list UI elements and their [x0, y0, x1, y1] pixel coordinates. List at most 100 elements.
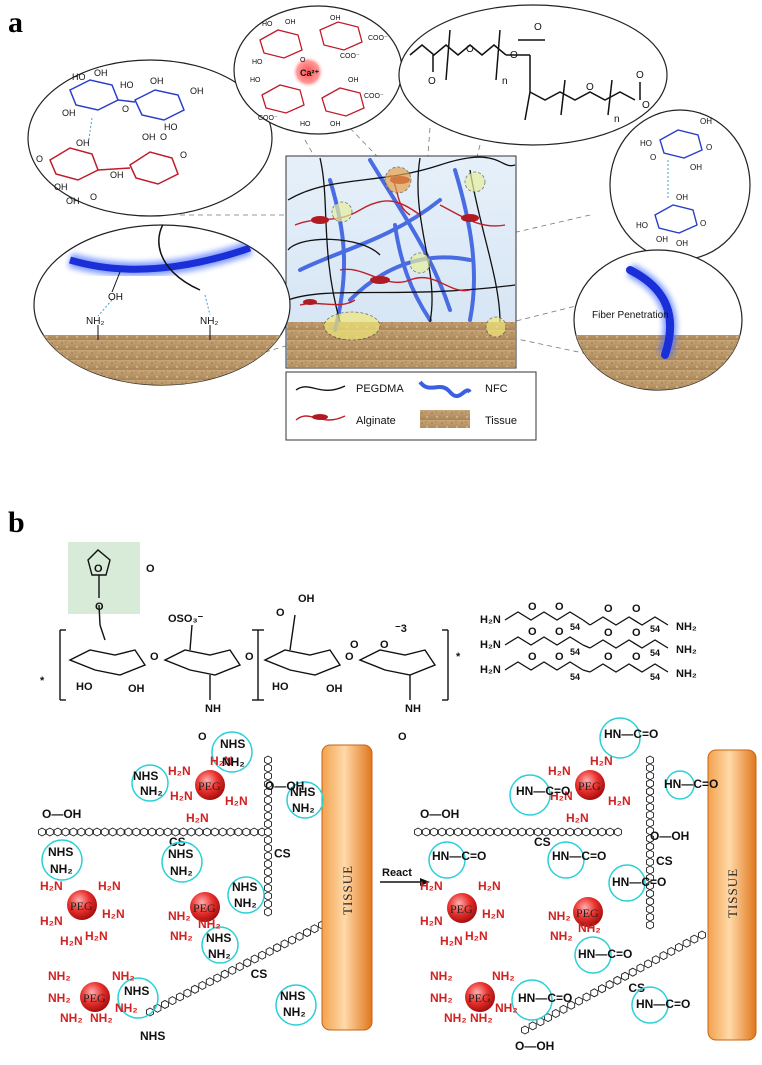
amine-label: NH₂ — [578, 921, 601, 935]
amine-label: H₂N — [225, 794, 248, 808]
amine-label: NH₂ — [234, 896, 257, 910]
amine-label: NH₂ — [198, 917, 221, 931]
fiber-penetration-label: Fiber Penetration — [592, 310, 669, 321]
amine-label: H₂N — [102, 907, 125, 921]
svg-text:O: O — [36, 154, 43, 164]
react-arrow: React — [380, 867, 430, 886]
amine-label: NH₂ — [495, 1001, 518, 1015]
amine-label: H₂N — [440, 934, 463, 948]
peg-sphere-right-4: PEG — [465, 982, 495, 1012]
cs-hexagon-unit — [264, 875, 272, 885]
cs-hexagon-unit — [264, 795, 272, 805]
amine-label: H₂N — [186, 811, 209, 825]
svg-text:O: O — [604, 603, 613, 615]
bubble-hydrogen-bonding: HO OH OH HO OH O HO OH OH OH OH O O OH O… — [27, 59, 273, 217]
amine-label: NH₂ — [550, 929, 573, 943]
cs-hexagon-unit — [264, 811, 272, 821]
nhs-group-highlight — [68, 542, 140, 614]
cs-hexagon-unit — [77, 827, 86, 837]
cs-hexagon-unit — [264, 851, 272, 861]
cs-hexagon-unit — [175, 992, 184, 1002]
cs-hexagon-unit — [264, 843, 272, 853]
svg-text:O: O — [398, 731, 407, 743]
svg-text:O: O — [604, 651, 613, 663]
amine-label: H₂N — [420, 914, 443, 928]
svg-text:O: O — [146, 563, 155, 575]
tissue-substrate — [287, 322, 515, 367]
svg-text:O: O — [90, 192, 97, 202]
cs-hexagon-unit — [220, 969, 229, 979]
amine-label: NH₂ — [444, 1011, 467, 1025]
cs-hexagon-unit — [100, 827, 109, 837]
amine-label: NH₂ — [208, 947, 231, 961]
svg-text:HO: HO — [636, 221, 648, 230]
svg-text:OH: OH — [150, 76, 164, 86]
cs-hexagon-unit — [646, 857, 654, 867]
amine-label: NH₂ — [112, 969, 135, 983]
svg-text:O: O — [95, 601, 104, 613]
cs-hexagon-unit — [674, 942, 683, 952]
amine-label: NH₂ — [60, 1011, 83, 1025]
cs-hexagon-unit — [646, 779, 654, 789]
cs-hexagon-unit — [213, 973, 222, 983]
bubble-amine-binding: OH NH₂ NH₂ — [33, 224, 291, 386]
cs-hexagon-unit — [478, 827, 486, 837]
amine-label: H₂N — [548, 764, 571, 778]
legend-tissue-label: Tissue — [485, 415, 517, 427]
svg-text:NH₂: NH₂ — [676, 621, 697, 633]
svg-text:O: O — [700, 219, 706, 228]
amine-label: NH₂ — [48, 969, 71, 983]
amine-label: NH₂ — [292, 801, 315, 815]
svg-text:OH: OH — [142, 132, 156, 142]
cs-monomer-structure: * O O O OSO₃⁻ HO OH O O NH O OH O O ⁻3 H… — [40, 542, 461, 743]
cs-hexagon-unit — [168, 996, 177, 1006]
svg-text:O: O — [604, 627, 613, 639]
cs-hexagon-unit — [659, 951, 668, 961]
cs-label: CS — [628, 981, 645, 995]
cs-hexagon-unit — [494, 827, 502, 837]
svg-text:OH: OH — [348, 77, 359, 84]
cs-hexagon-unit — [85, 827, 94, 837]
svg-text:COO⁻: COO⁻ — [368, 35, 388, 42]
cs-hexagon-unit — [528, 1021, 537, 1031]
svg-text:H₂N: H₂N — [480, 614, 501, 626]
cs-hexagon-unit — [264, 763, 272, 773]
amide-label: HN—C=O — [578, 947, 632, 961]
amine-label: NH₂ — [430, 991, 453, 1005]
nhs-label: NHS — [280, 989, 305, 1003]
svg-text:O: O — [555, 626, 564, 638]
cs-hexagon-unit — [234, 827, 243, 837]
cs-hexagon-unit — [667, 947, 676, 956]
svg-text:O: O — [245, 651, 254, 663]
cs-hexagon-unit — [646, 889, 654, 899]
cs-hexagon-unit — [646, 794, 654, 804]
cs-hexagon-unit — [264, 907, 272, 917]
amine-label: H₂N — [170, 789, 193, 803]
svg-text:OH: OH — [700, 117, 712, 126]
amine-label: H₂N — [566, 811, 589, 825]
cs-hexagon-unit — [454, 827, 462, 837]
calcium-ion-label: Ca²⁺ — [300, 68, 320, 78]
nhs-label: NHS — [133, 769, 158, 783]
legend: PEGDMA NFC Alginate Tissue — [285, 371, 537, 441]
tissue-label-left: TISSUE — [340, 865, 355, 915]
peg-4arm-amine-structure: H₂N O O 54 H₂N O O 54 H₂N O O 54 O O 54 … — [480, 601, 697, 682]
cs-hexagon-unit — [651, 955, 660, 965]
svg-text:OH: OH — [110, 170, 124, 180]
cs-hexagon-unit — [646, 920, 654, 930]
svg-text:*: * — [456, 651, 461, 663]
svg-text:HO: HO — [250, 77, 261, 84]
cs-hexagon-unit — [551, 1009, 560, 1018]
cs-hexagon-unit — [646, 771, 654, 781]
cs-hexagon-unit — [646, 755, 654, 765]
svg-text:PEG: PEG — [450, 902, 473, 916]
cs-hexagon-unit — [155, 827, 164, 837]
svg-text:O: O — [528, 601, 537, 613]
svg-text:O: O — [534, 22, 542, 33]
svg-text:O: O — [632, 651, 641, 663]
svg-text:OH: OH — [94, 68, 108, 78]
carboxyl-label: O—OH — [420, 807, 459, 821]
peg-sphere-right-1: PEG — [575, 770, 605, 800]
nhs-label: NHS — [140, 1029, 165, 1043]
cs-label: CS — [656, 854, 673, 868]
